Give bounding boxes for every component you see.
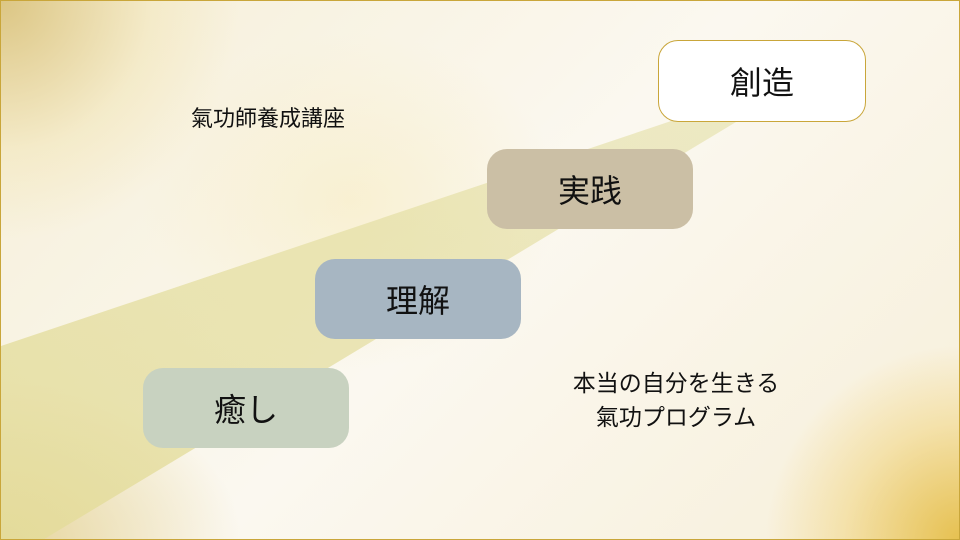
step-understanding: 理解	[315, 259, 521, 339]
course-title: 氣功師養成講座	[191, 107, 346, 132]
tagline-line2: 氣功プログラム	[595, 405, 757, 431]
tagline: 本当の自分を生きる 氣功プログラム	[521, 367, 831, 435]
step-healing: 癒し	[143, 368, 349, 448]
tagline-line1: 本当の自分を生きる	[572, 371, 780, 397]
step-creation: 創造	[658, 40, 866, 122]
step-practice: 実践	[487, 149, 693, 229]
